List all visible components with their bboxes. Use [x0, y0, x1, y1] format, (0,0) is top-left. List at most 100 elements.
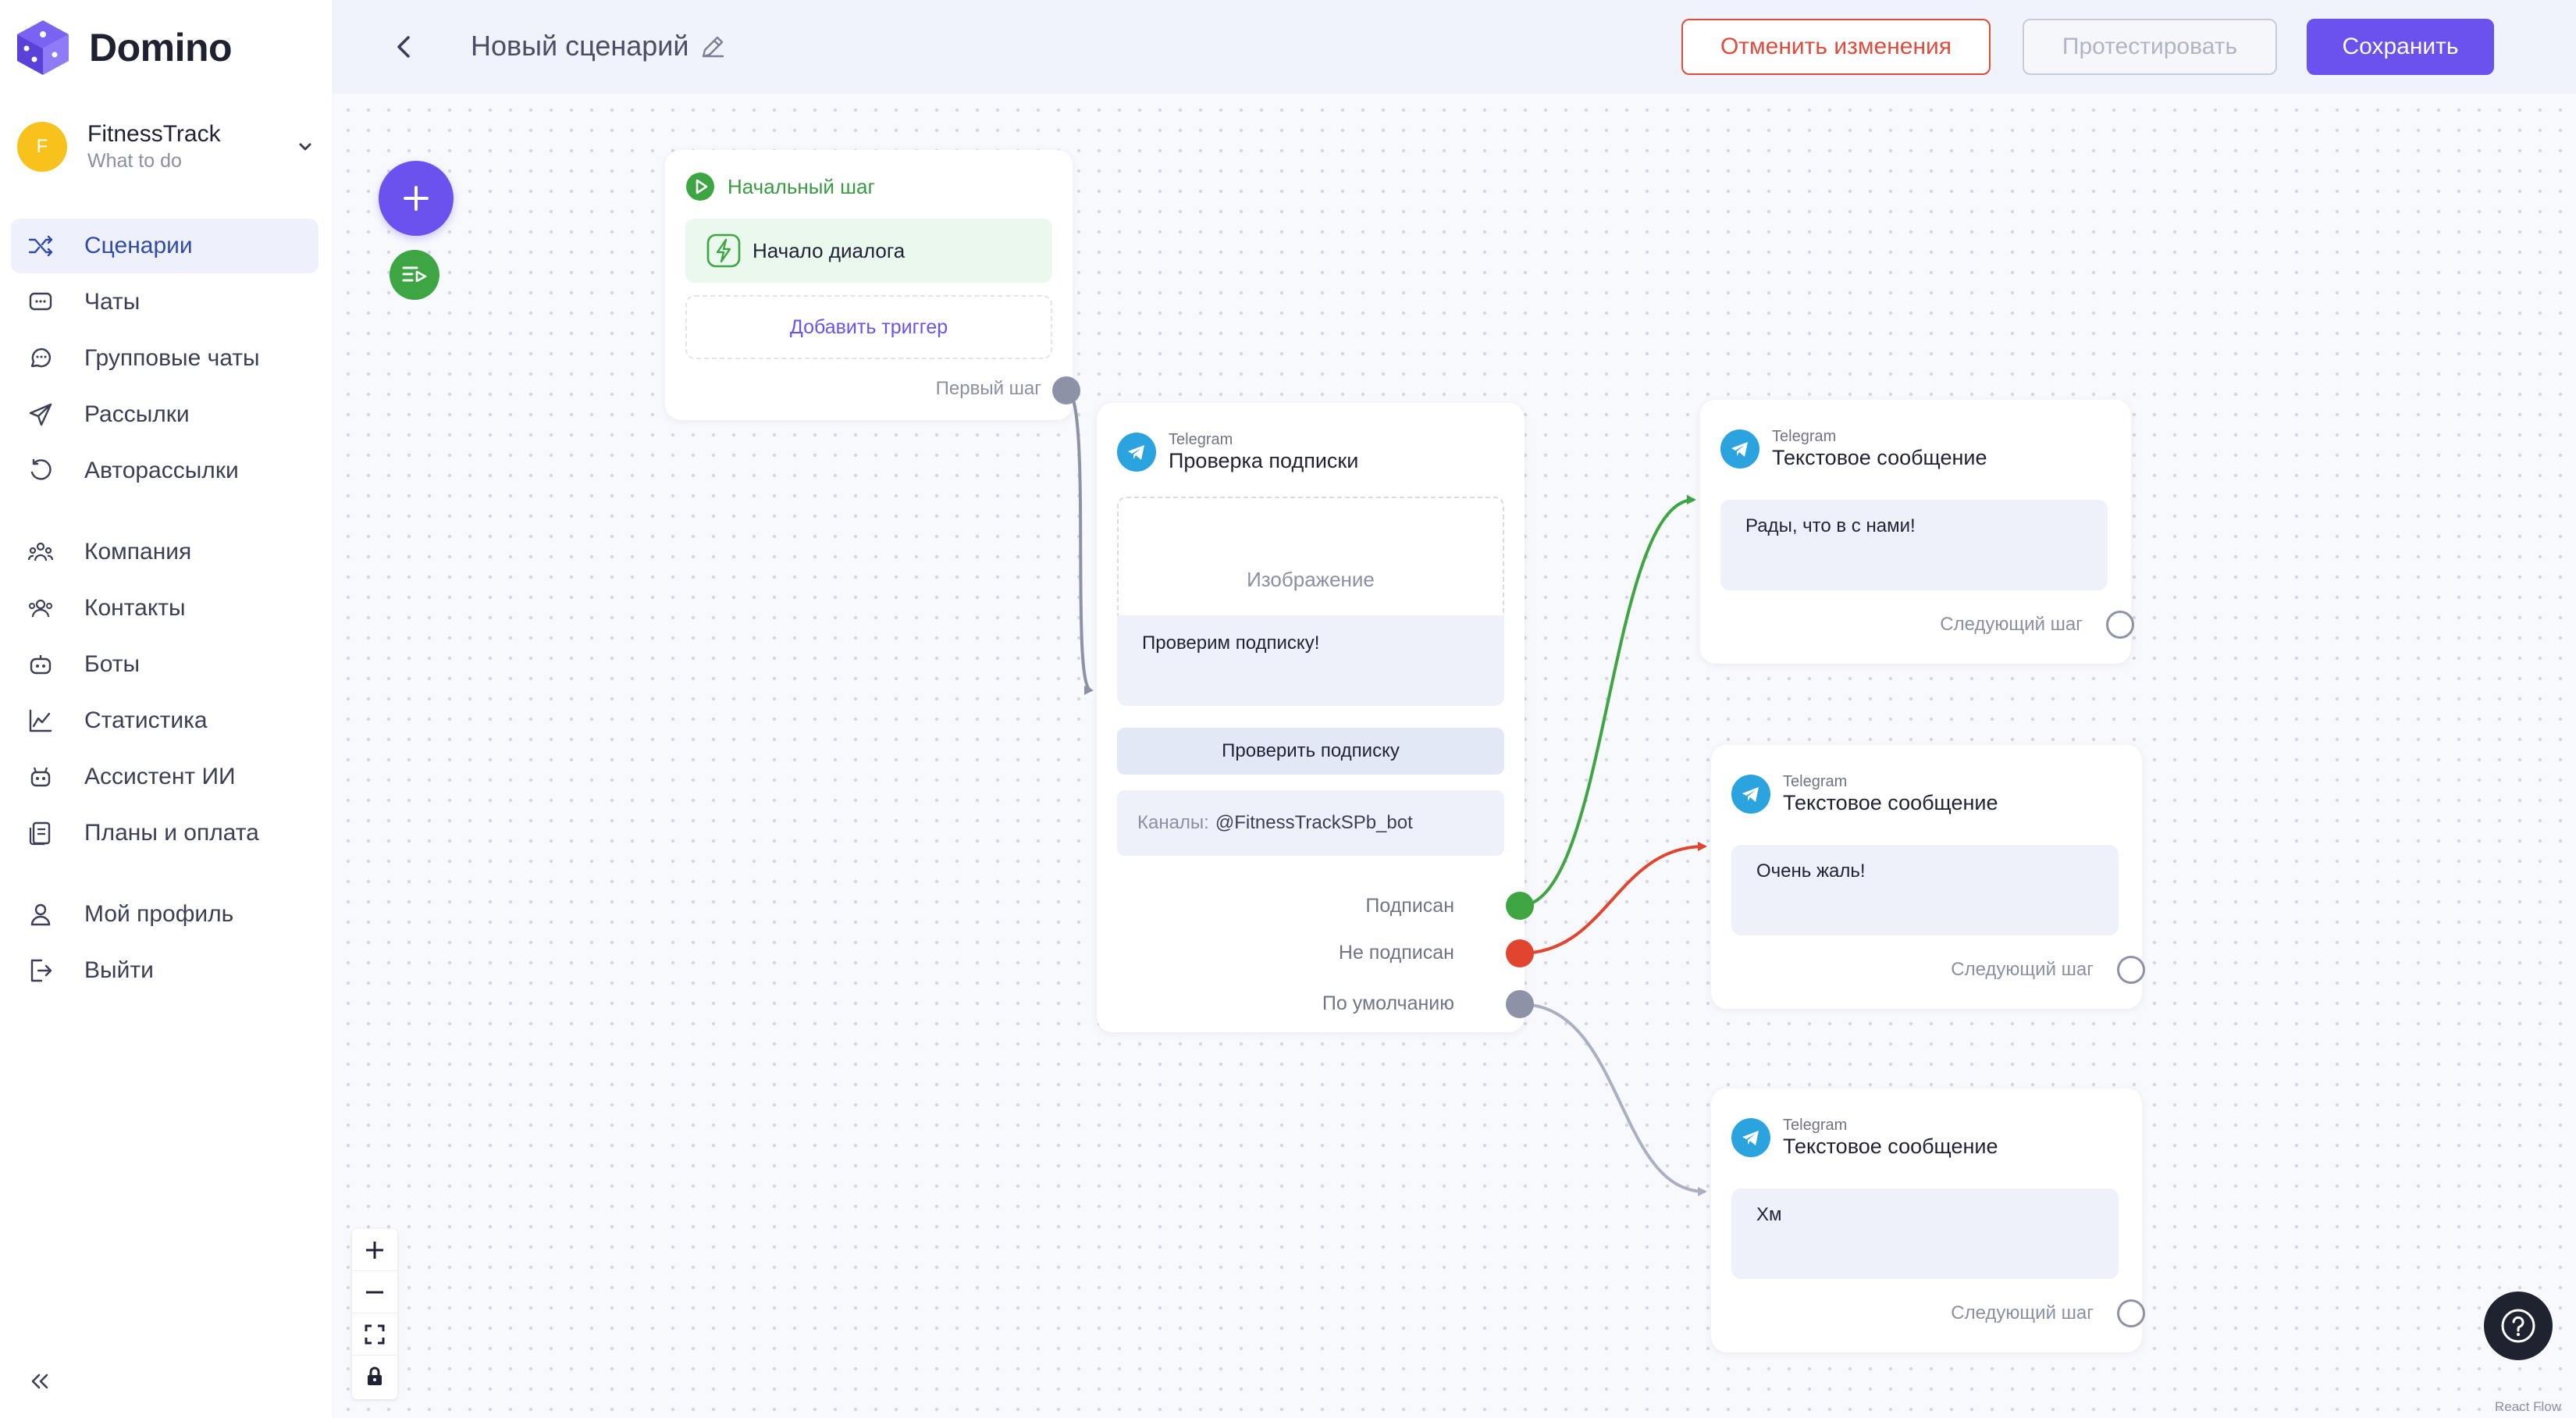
- subscribed-handle[interactable]: [1506, 892, 1534, 920]
- platform-label: Telegram: [1783, 1117, 1848, 1134]
- sidebar-item-billing[interactable]: Планы и оплата: [11, 806, 318, 860]
- not-subscribed-handle[interactable]: [1506, 939, 1534, 967]
- next-step-handle[interactable]: [2106, 611, 2134, 639]
- chart-icon: [27, 707, 55, 735]
- telegram-icon: [1731, 775, 1770, 814]
- back-arrow-icon[interactable]: [389, 31, 420, 62]
- sidebar-item-company[interactable]: Компания: [11, 525, 318, 579]
- collapse-sidebar-icon[interactable]: [27, 1368, 53, 1395]
- sidebar-item-contacts[interactable]: Контакты: [11, 581, 318, 636]
- save-button[interactable]: Сохранить: [2307, 19, 2494, 75]
- next-step-handle[interactable]: [2117, 956, 2145, 984]
- pencil-icon[interactable]: [699, 33, 727, 61]
- app-logo[interactable]: Domino: [16, 19, 233, 77]
- channels-label: Каналы:: [1137, 812, 1209, 833]
- zoom-controls: [352, 1229, 397, 1399]
- output-subscribed-label: Подписан: [1365, 895, 1454, 917]
- add-step-button[interactable]: [379, 161, 454, 236]
- lock-icon: [368, 1366, 382, 1385]
- group-chat-icon: [27, 344, 55, 372]
- sidebar: Domino F FitnessTrack What to do Сценари…: [0, 0, 332, 1418]
- sidebar-item-group-chats[interactable]: Групповые чаты: [11, 331, 318, 386]
- telegram-icon: [1117, 433, 1156, 472]
- text-message-node[interactable]: Telegram Текстовое сообщение Рады, что в…: [1700, 400, 2134, 664]
- sidebar-item-ai-assistant[interactable]: Ассистент ИИ: [11, 750, 318, 804]
- sidebar-item-scenarios[interactable]: Сценарии: [11, 219, 318, 273]
- platform-label: Telegram: [1783, 773, 1848, 790]
- message-text[interactable]: Проверим подписку!: [1117, 615, 1504, 706]
- auto-send-icon: [27, 457, 55, 485]
- run-scenario-button[interactable]: [390, 250, 439, 300]
- message-text[interactable]: Очень жаль!: [1731, 845, 2119, 935]
- sidebar-item-label: Сценарии: [84, 233, 193, 258]
- text-message-node[interactable]: Telegram Текстовое сообщение Хм Следующи…: [1711, 1088, 2145, 1352]
- contacts-icon: [27, 594, 55, 622]
- sidebar-item-logout[interactable]: Выйти: [11, 943, 318, 998]
- workspace-avatar: F: [17, 122, 67, 172]
- start-step-node[interactable]: Начальный шаг Начало диалога Добавить тр…: [665, 150, 1080, 420]
- sidebar-item-chats[interactable]: Чаты: [11, 275, 318, 330]
- question-icon: [2501, 1309, 2535, 1343]
- cancel-changes-button[interactable]: Отменить изменения: [1681, 19, 1991, 75]
- sidebar-item-statistics[interactable]: Статистика: [11, 693, 318, 748]
- lock-button[interactable]: [352, 1356, 397, 1398]
- ai-assistant-icon: [27, 763, 55, 791]
- chevron-down-icon: [299, 143, 311, 151]
- zoom-out-button[interactable]: [352, 1271, 397, 1313]
- telegram-icon: [1720, 429, 1759, 469]
- platform-label: Telegram: [1772, 428, 1837, 445]
- next-step-handle[interactable]: [2117, 1299, 2145, 1327]
- workspace-switcher[interactable]: F FitnessTrack What to do: [17, 117, 317, 176]
- next-step-label: Следующий шаг: [1951, 1302, 2094, 1324]
- play-circle-icon: [686, 173, 714, 201]
- sidebar-item-auto-mailings[interactable]: Авторассылки: [11, 444, 318, 498]
- react-flow-attribution[interactable]: React Flow: [2495, 1399, 2562, 1414]
- zoom-in-button[interactable]: [352, 1229, 397, 1271]
- next-step-label: Следующий шаг: [1951, 959, 2094, 980]
- test-button[interactable]: Протестировать: [2023, 19, 2277, 75]
- sidebar-item-profile[interactable]: Мой профиль: [11, 887, 318, 942]
- message-text[interactable]: Рады, что в с нами!: [1720, 500, 2108, 590]
- sidebar-item-bots[interactable]: Боты: [11, 637, 318, 692]
- sidebar-item-label: Ассистент ИИ: [84, 764, 236, 789]
- sidebar-item-label: Авторассылки: [84, 458, 239, 483]
- logout-icon: [27, 957, 55, 985]
- default-handle[interactable]: [1506, 990, 1534, 1018]
- chat-icon: [27, 288, 55, 316]
- sidebar-item-label: Контакты: [84, 595, 186, 621]
- fullscreen-icon: [365, 1324, 385, 1344]
- start-step-title: Начальный шаг: [728, 174, 875, 198]
- sidebar-item-label: Групповые чаты: [84, 345, 260, 371]
- editor-header: Новый сценарий Отменить изменения Протес…: [332, 0, 2576, 94]
- first-step-handle[interactable]: [1052, 376, 1080, 404]
- help-button[interactable]: [2484, 1292, 2553, 1360]
- plus-icon: [404, 186, 429, 211]
- trigger-item[interactable]: Начало диалога: [685, 219, 1052, 283]
- subscription-check-node[interactable]: Telegram Проверка подписки Изображение П…: [1097, 403, 1534, 1032]
- workspace-name: FitnessTrack: [87, 121, 221, 147]
- app-name: Domino: [89, 26, 233, 69]
- fit-view-button[interactable]: [352, 1313, 397, 1356]
- lightning-icon: [706, 233, 741, 268]
- check-subscription-button[interactable]: Проверить подписку: [1117, 728, 1504, 775]
- scenario-title: Новый сценарий: [471, 30, 689, 62]
- node-title: Текстовое сообщение: [1783, 1135, 1998, 1158]
- next-step-label: Следующий шаг: [1940, 614, 2083, 635]
- channels-field[interactable]: Каналы: @FitnessTrackSPb_bot: [1117, 790, 1504, 856]
- output-not-subscribed-label: Не подписан: [1338, 942, 1454, 964]
- sidebar-item-mailings[interactable]: Рассылки: [11, 387, 318, 442]
- channels-value: @FitnessTrackSPb_bot: [1215, 812, 1413, 833]
- minus-icon: [366, 1291, 383, 1293]
- output-default-label: По умолчанию: [1322, 992, 1454, 1014]
- sidebar-item-label: Статистика: [84, 707, 208, 733]
- image-placeholder[interactable]: Изображение: [1117, 497, 1504, 615]
- node-title: Текстовое сообщение: [1772, 446, 1987, 469]
- sidebar-item-label: Планы и оплата: [84, 820, 259, 846]
- add-trigger-button[interactable]: Добавить триггер: [685, 295, 1052, 359]
- send-icon: [27, 401, 55, 429]
- node-title: Текстовое сообщение: [1783, 791, 1998, 814]
- message-text[interactable]: Хм: [1731, 1188, 2119, 1279]
- text-message-node[interactable]: Telegram Текстовое сообщение Очень жаль!…: [1711, 745, 2145, 1009]
- node-title: Проверка подписки: [1169, 449, 1359, 472]
- workspace-subtitle: What to do: [87, 150, 182, 172]
